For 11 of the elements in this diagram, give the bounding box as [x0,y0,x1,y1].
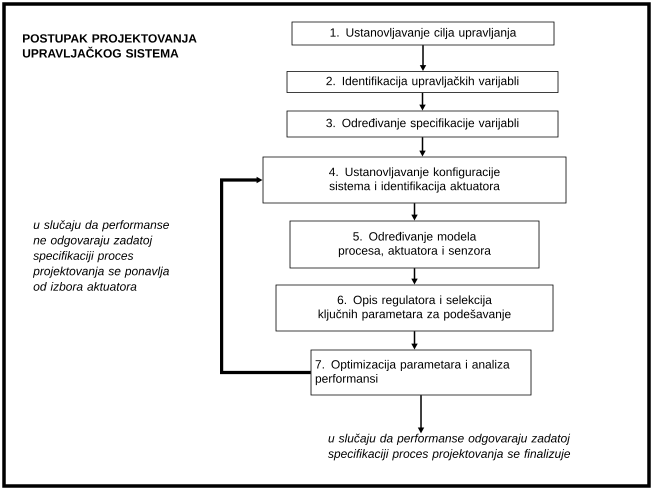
process-box: 3. Određivanje specifikacije varijabli [286,110,558,138]
note-text: u slučaju da performanse odgovaraju zadatoj specifikaciji proces projektovanja se finalizuje [328,434,570,460]
process-box: 2. Identifikacija upravljačkih varijabli [286,71,558,93]
note-text: u slučaju da performanse ne odgovaraju zadatoj specifikaciji proces projektovanja se ponavlja od izbora aktuatora [32,220,169,291]
process-box: 7. Optimizacija parametara i analiza performansi [310,350,532,396]
process-box: 4. Ustanovljavanje konfiguracije sistema i identifikacija aktuatora [262,156,566,204]
arrow [220,176,311,374]
title: POSTUPAK PROJEKTOVANJA UPRAVLJAČKOG SISTEMA [22,34,197,58]
process-box: 6. Opis regulatora i selekcija ključnih parametara za podešavanje [276,284,554,332]
process-box: 1. Ustanovljavanje cilja upravljanja [292,22,554,46]
process-box: 5. Određivanje modela procesa, aktuatora i senzora [290,220,540,268]
